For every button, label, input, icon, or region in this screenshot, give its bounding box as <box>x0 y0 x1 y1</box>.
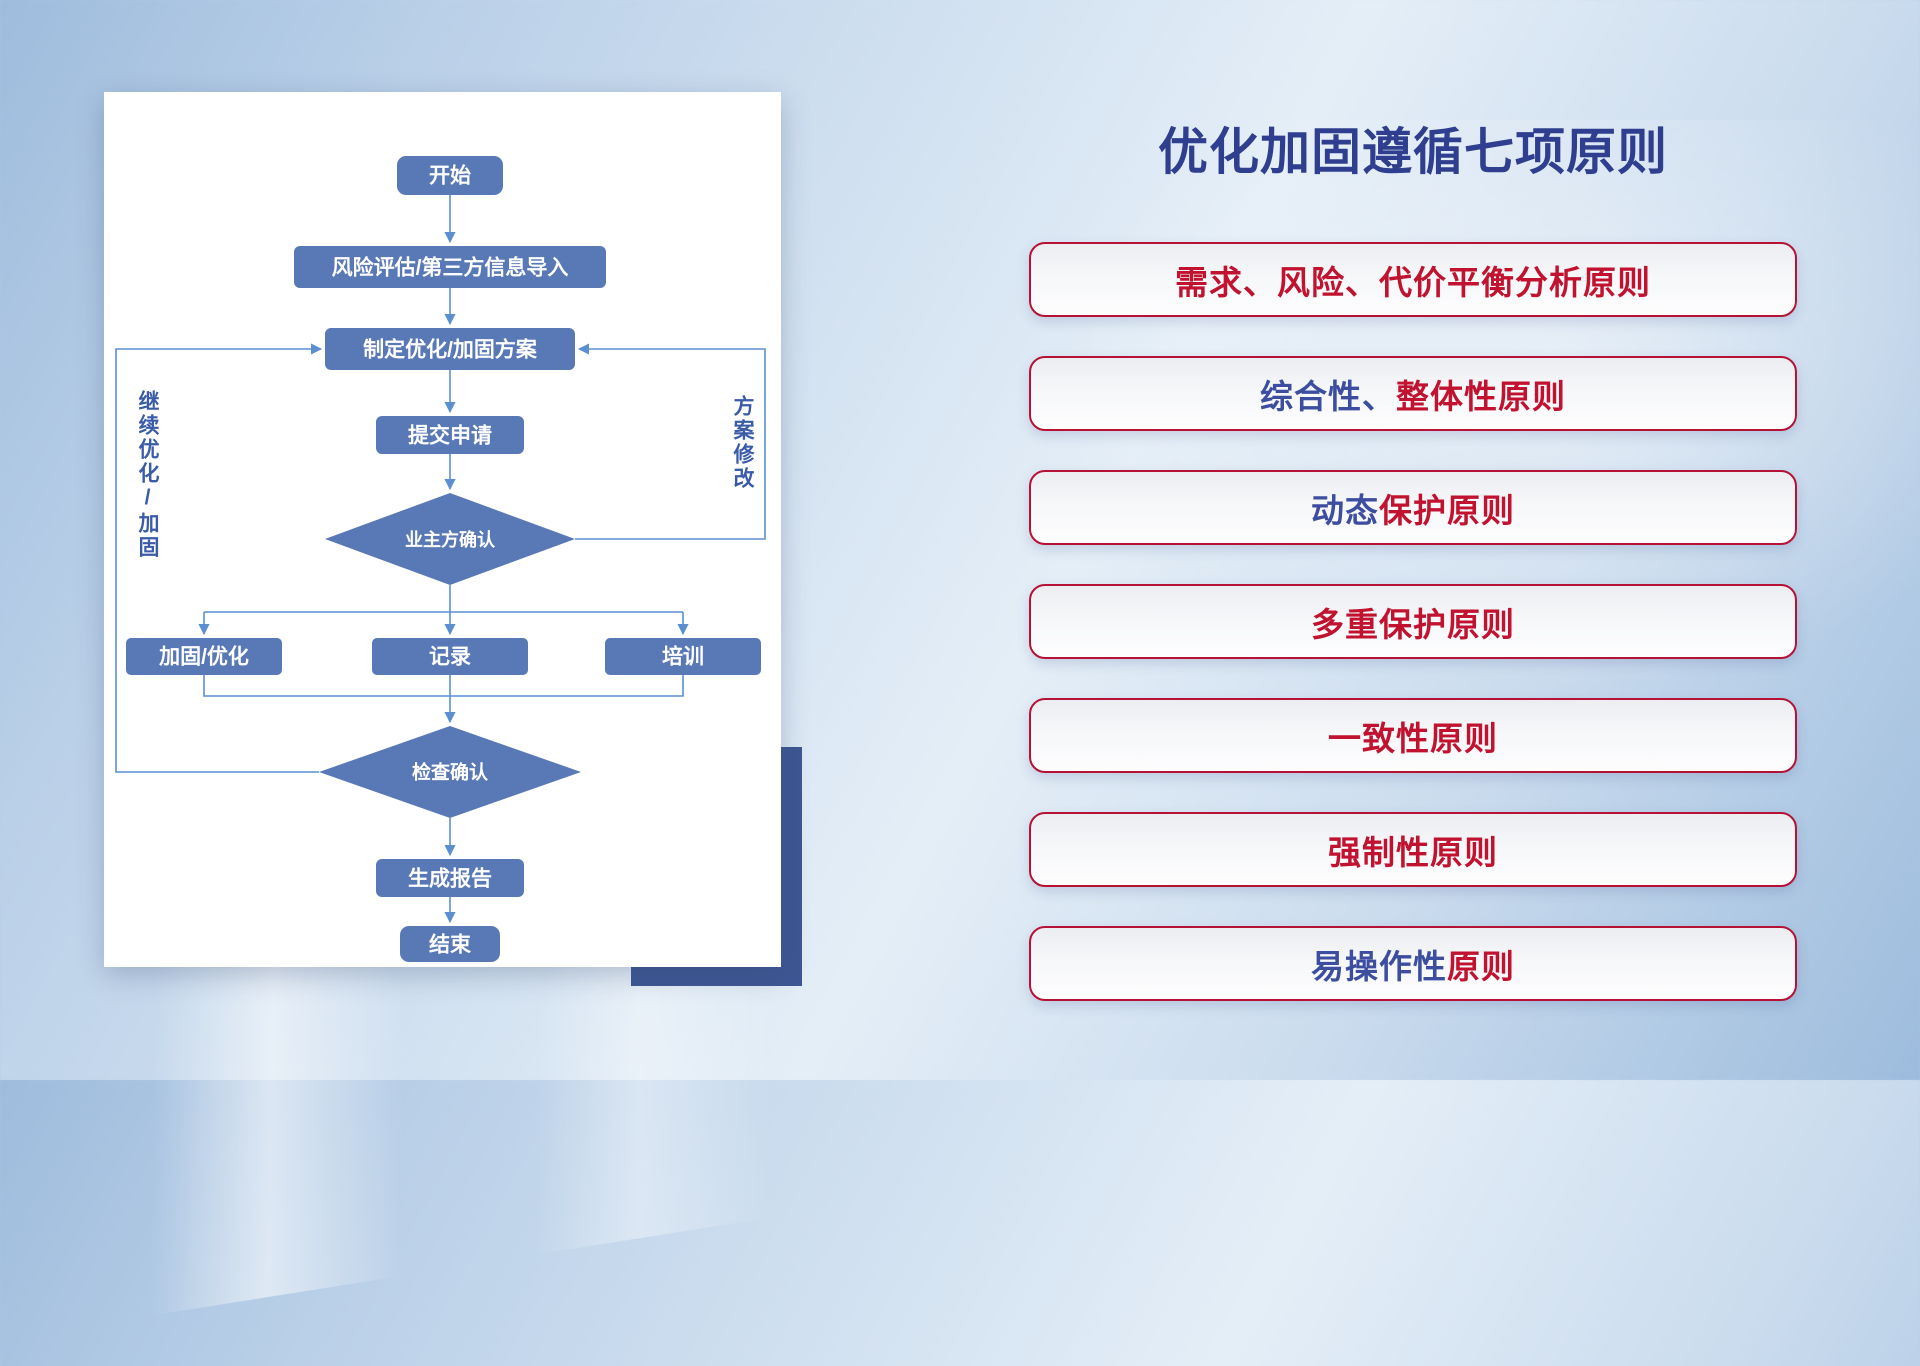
node-owner-confirm-label: 业主方确认 <box>405 529 496 550</box>
principle-text: 整体性原则 <box>1396 377 1566 415</box>
principle-text: 保护原则 <box>1379 491 1515 529</box>
node-risk-import-shape <box>294 246 606 288</box>
node-check-confirm-label: 检查确认 <box>412 761 488 784</box>
principle-text: 多重保护原则 <box>1311 605 1515 643</box>
node-harden-label: 加固/优化 <box>158 645 249 669</box>
node-submit-shape <box>376 416 524 454</box>
node-submit-label: 提交申请 <box>408 424 492 448</box>
principle-box-3: 动态保护原则 <box>1029 470 1797 545</box>
principle-box-2: 综合性、整体性原则 <box>1029 356 1797 431</box>
node-owner-confirm-diamond <box>325 493 575 585</box>
node-training-label: 培训 <box>662 645 704 669</box>
node-end-label: 结束 <box>429 933 472 957</box>
principle-box-1: 需求、风险、代价平衡分析原则 <box>1029 242 1797 317</box>
principle-text: 强制性原则 <box>1328 833 1498 871</box>
principles-title: 优化加固遵循七项原则 <box>1158 124 1668 180</box>
principle-box-5: 一致性原则 <box>1029 698 1797 773</box>
principle-box-4: 多重保护原则 <box>1029 584 1797 659</box>
principle-text: 综合性、 <box>1260 377 1396 415</box>
flowchart-svg: 开始 风险评估/第三方信息导入 制定优化/加固方案 提交申请 业主方确认 加固/… <box>115 156 766 962</box>
principle-text: 需求、风险、代价平衡分析原则 <box>1175 263 1651 301</box>
node-start-shape <box>397 156 503 195</box>
edge-label-continue-loop: 继续优化/加固 <box>136 390 159 560</box>
principle-text: 动态 <box>1311 491 1379 529</box>
node-record-label: 记录 <box>429 646 471 669</box>
node-plan-shape <box>325 328 575 370</box>
principle-box-7: 易操作性原则 <box>1029 926 1797 1001</box>
flowchart-panel: 开始 风险评估/第三方信息导入 制定优化/加固方案 提交申请 业主方确认 加固/… <box>104 92 781 967</box>
edge-label-revise-loop: 方案修改 <box>731 395 754 491</box>
node-start-label: 开始 <box>429 164 471 188</box>
node-plan-label: 制定优化/加固方案 <box>363 338 538 362</box>
node-report-label: 生成报告 <box>408 867 492 891</box>
principle-box-6: 强制性原则 <box>1029 812 1797 887</box>
node-risk-import-label: 风险评估/第三方信息导入 <box>332 256 569 280</box>
principle-text: 一致性原则 <box>1328 719 1498 757</box>
principle-text: 原则 <box>1447 947 1515 985</box>
principles-list: 需求、风险、代价平衡分析原则 综合性、整体性原则 动态保护原则 多重保护原则 一… <box>1029 242 1797 1040</box>
principle-text: 易操作性 <box>1311 947 1447 985</box>
